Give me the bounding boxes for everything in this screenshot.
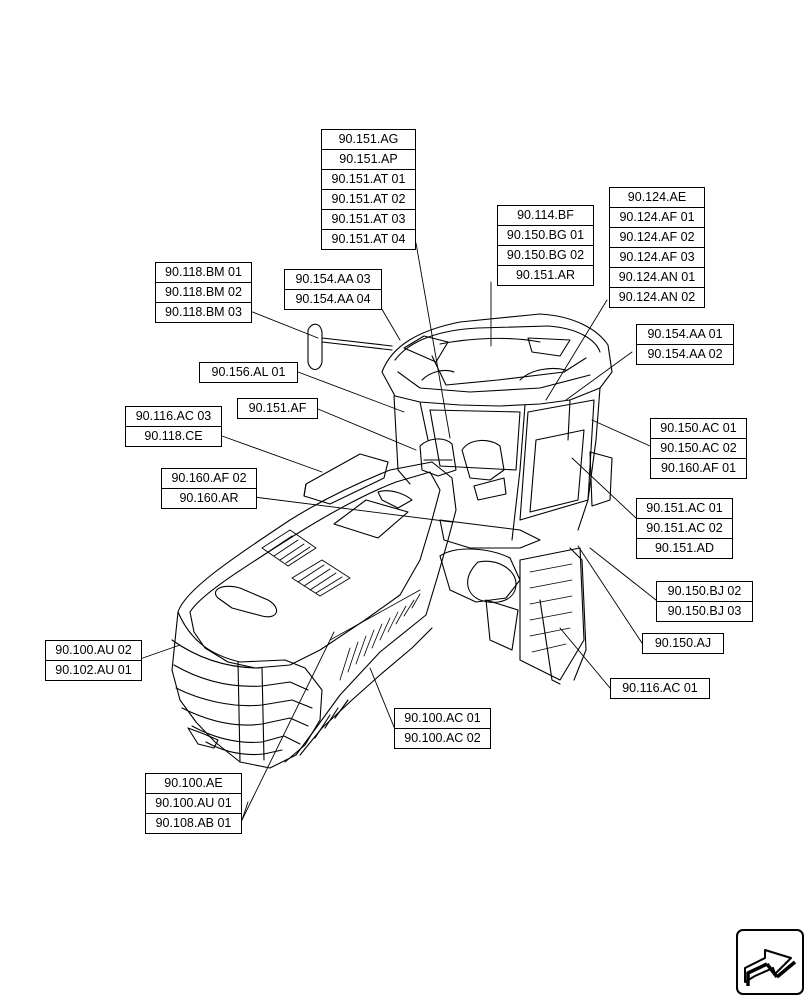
ref-label[interactable]: 90.100.AE (146, 774, 241, 794)
callout-step-left: 90.116.AC 03 90.118.CE (125, 406, 222, 447)
callout-cab-left-pillar: 90.156.AL 01 (199, 362, 298, 383)
ref-label[interactable]: 90.100.AC 02 (404, 731, 481, 745)
ref-label[interactable]: 90.160.AF 02 (162, 469, 256, 489)
ref-label[interactable]: 90.150.BG 02 (498, 246, 593, 266)
ref-label[interactable]: 90.118.BM 01 (156, 263, 251, 283)
ref-label[interactable]: 90.150.AC 02 (651, 439, 746, 459)
callout-mirror: 90.118.BM 01 90.118.BM 02 90.118.BM 03 (155, 262, 252, 323)
ref-label[interactable]: 90.124.AE (610, 188, 704, 208)
ref-label[interactable]: 90.151.AT 04 (331, 232, 406, 246)
ref-label[interactable]: 90.151.AG (322, 130, 415, 150)
ref-label[interactable]: 90.108.AB 01 (155, 816, 232, 830)
callout-floor-front: 90.160.AF 02 90.160.AR (161, 468, 257, 509)
ref-label[interactable]: 90.150.AJ (654, 636, 712, 650)
ref-label[interactable]: 90.100.AU 01 (146, 794, 241, 814)
ref-label[interactable]: 90.151.AF (248, 401, 307, 415)
next-page-arrow-icon (736, 929, 804, 995)
callout-hood-front: 90.100.AU 02 90.102.AU 01 (45, 640, 142, 681)
callout-steps-right: 90.150.BJ 02 90.150.BJ 03 (656, 581, 753, 622)
callout-cab-right-window: 90.150.AC 01 90.150.AC 02 90.160.AF 01 (650, 418, 747, 479)
ref-label[interactable]: 90.151.AC 02 (637, 519, 732, 539)
callout-hood-lower: 90.100.AE 90.100.AU 01 90.108.AB 01 (145, 773, 242, 834)
callout-cab-roof-top: 90.151.AG 90.151.AP 90.151.AT 01 90.151.… (321, 129, 416, 250)
ref-label[interactable]: 90.151.AD (654, 541, 715, 555)
ref-label[interactable]: 90.124.AF 01 (610, 208, 704, 228)
ref-label[interactable]: 90.118.CE (144, 429, 203, 443)
ref-label[interactable]: 90.124.AF 03 (610, 248, 704, 268)
ref-label[interactable]: 90.160.AR (179, 491, 239, 505)
ref-label[interactable]: 90.154.AA 02 (647, 347, 723, 361)
ref-label[interactable]: 90.118.BM 02 (156, 283, 251, 303)
ref-label[interactable]: 90.100.AC 01 (395, 709, 490, 729)
ref-label[interactable]: 90.156.AL 01 (211, 365, 286, 379)
hood-drawing (171, 461, 457, 769)
ref-label[interactable]: 90.124.AF 02 (610, 228, 704, 248)
ref-label[interactable]: 90.116.AC 03 (126, 407, 221, 427)
next-page-button[interactable] (735, 928, 805, 996)
callout-roof-left: 90.154.AA 03 90.154.AA 04 (284, 269, 382, 310)
ref-label[interactable]: 90.150.BJ 03 (667, 604, 742, 618)
ref-label[interactable]: 90.150.BG 01 (498, 226, 593, 246)
ref-label[interactable]: 90.160.AF 01 (660, 461, 737, 475)
ref-label[interactable]: 90.114.BF (498, 206, 593, 226)
ref-label[interactable]: 90.118.BM 03 (165, 305, 242, 319)
callout-hood-side: 90.100.AC 01 90.100.AC 02 (394, 708, 491, 749)
ref-label[interactable]: 90.150.BJ 02 (657, 582, 752, 602)
ref-label[interactable]: 90.102.AU 01 (55, 663, 132, 677)
ref-label[interactable]: 90.154.AA 03 (285, 270, 381, 290)
ref-label[interactable]: 90.151.AC 01 (637, 499, 732, 519)
callout-cab-upper-right: 90.154.AA 01 90.154.AA 02 (636, 324, 734, 365)
ref-label[interactable]: 90.124.AN 02 (618, 290, 696, 304)
ref-label[interactable]: 90.151.AR (515, 268, 576, 282)
callout-seat-console: 90.151.AF (237, 398, 318, 419)
ref-label[interactable]: 90.100.AU 02 (46, 641, 141, 661)
cab-drawing (303, 313, 613, 685)
callout-cab-right-lower: 90.151.AC 01 90.151.AC 02 90.151.AD (636, 498, 733, 559)
callout-roof-center: 90.114.BF 90.150.BG 01 90.150.BG 02 90.1… (497, 205, 594, 286)
ref-label[interactable]: 90.151.AT 02 (322, 190, 415, 210)
ref-label[interactable]: 90.116.AC 01 (622, 681, 698, 695)
leader-lines (139, 242, 657, 821)
callout-step-panel: 90.150.AJ (642, 633, 724, 654)
ref-label[interactable]: 90.151.AT 01 (322, 170, 415, 190)
ref-label[interactable]: 90.154.AA 04 (295, 292, 371, 306)
ref-label[interactable]: 90.154.AA 01 (637, 325, 733, 345)
ref-label[interactable]: 90.151.AP (322, 150, 415, 170)
ref-label[interactable]: 90.151.AT 03 (322, 210, 415, 230)
ref-label[interactable]: 90.124.AN 01 (610, 268, 704, 288)
ref-label[interactable]: 90.150.AC 01 (651, 419, 746, 439)
callout-ladder: 90.116.AC 01 (610, 678, 710, 699)
callout-roof-right: 90.124.AE 90.124.AF 01 90.124.AF 02 90.1… (609, 187, 705, 308)
